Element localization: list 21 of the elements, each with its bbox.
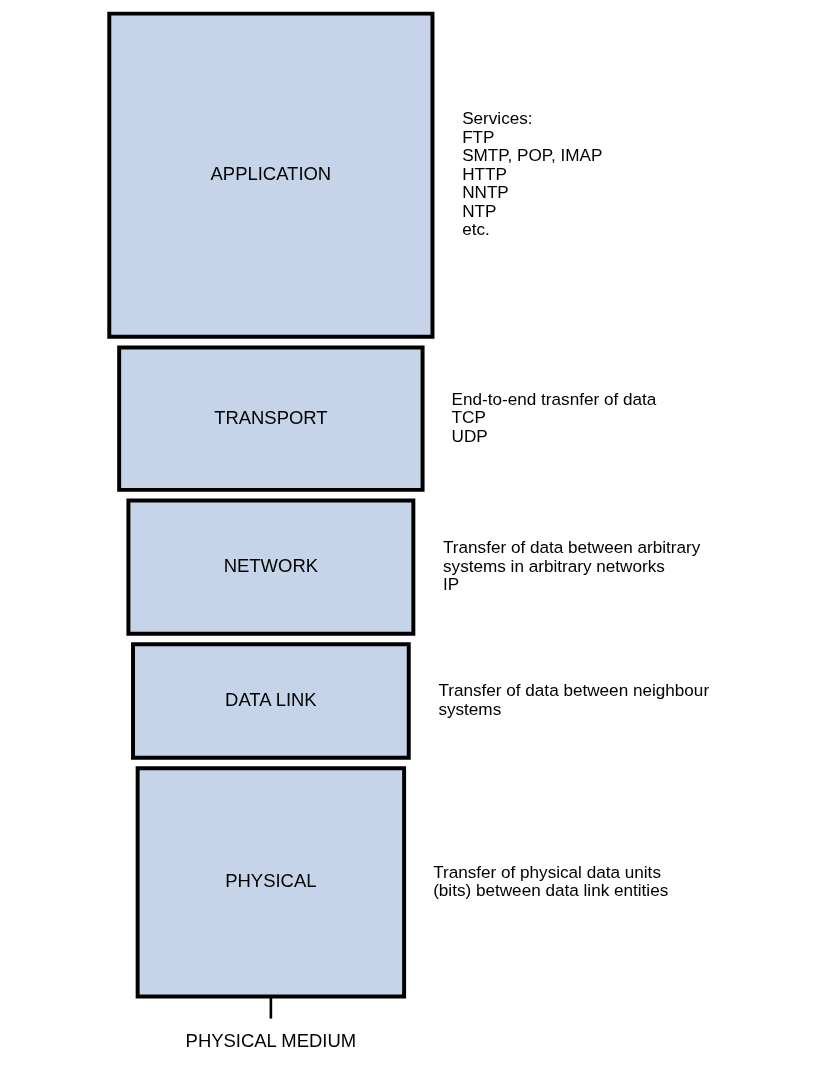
node-box: PHYSICAL [135,766,407,999]
node-label: UDP [451,425,488,446]
node-label: etc. [462,219,490,240]
connector [269,996,273,1019]
node-label: IP [443,574,460,594]
node-text: PHYSICAL MEDIUM [185,1030,357,1052]
node-label: Services: [462,108,533,129]
node-label: Transfer of physical data units (bits) between data link entities [433,861,669,901]
node-label: NNTP [462,182,509,203]
node-label: End-to-end trasnfer of data [451,388,657,409]
node-label: Transfer of data between neighbour systems [438,680,710,719]
node-label: SMTP, POP, IMAP [462,145,603,166]
node-box: TRANSPORT [117,345,425,492]
node-box: APPLICATION [107,11,435,339]
node-box: NETWORK [126,498,416,636]
node-label: HTTP [462,163,507,184]
node-label: NTP [462,200,497,221]
node-label: Transfer of data between arbitrary systems in arbitrary networks [443,537,701,576]
node-label: TCP [451,407,486,428]
node-box: DATA LINK [131,642,411,760]
node-label: FTP [462,126,495,147]
